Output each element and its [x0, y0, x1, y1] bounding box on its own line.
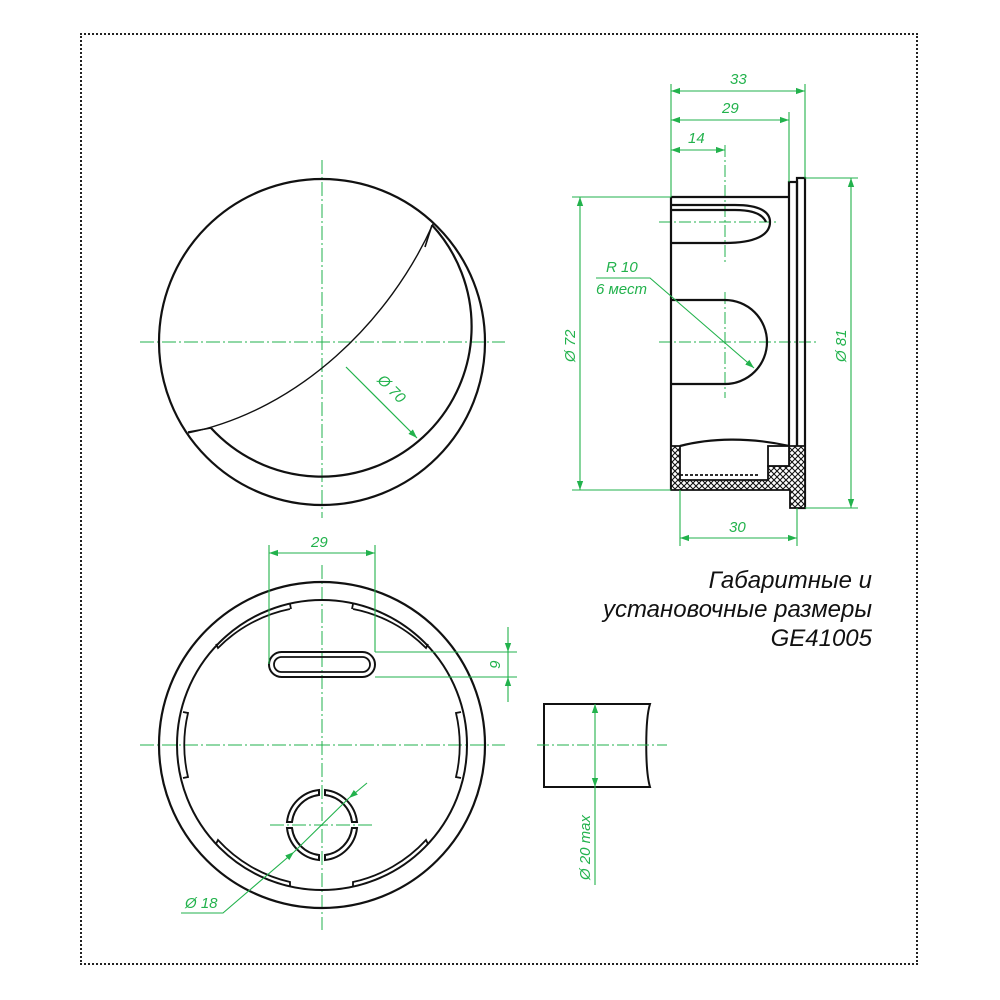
dim-label-14: 14: [688, 130, 705, 147]
dim-label-33: 33: [730, 71, 747, 88]
dim-label-29-bottom: 29: [310, 534, 328, 551]
dim-label-diameter-72: Ø 72: [562, 329, 579, 363]
bottom-outer-rim: [157, 580, 487, 910]
outer-rim: [157, 177, 487, 507]
title-line-1: Габаритные и: [708, 567, 872, 594]
dim-label-diameter-20-max: Ø 20 max: [577, 814, 594, 881]
cable-slot-outer: [268, 651, 376, 678]
hole-leader: [181, 851, 295, 914]
dim-label-6: 6: [486, 660, 503, 669]
top-view: Ø 70: [140, 160, 505, 518]
top-view-centerlines: [140, 160, 505, 518]
dim-label-6-places: 6 мест: [596, 281, 647, 298]
dim-label-30: 30: [729, 519, 746, 536]
dim-label-diameter-81: Ø 81: [833, 329, 850, 363]
dim-label-29-side: 29: [721, 100, 739, 117]
side-body: [669, 176, 807, 510]
title-line-2: установочные размеры: [602, 596, 872, 623]
radius-leader: [596, 277, 755, 369]
knockout-hole: [285, 788, 359, 862]
dim-label-diameter-70: Ø 70: [373, 371, 409, 407]
opening-edge: [210, 224, 473, 478]
dim-label-r10: R 10: [606, 259, 638, 276]
cable-slot-inner: [273, 656, 371, 673]
bottom-inner-rim: [176, 599, 468, 891]
cable-view: Ø 20 max: [537, 703, 667, 885]
cable-outline: [543, 703, 652, 788]
dim-label-diameter-18: Ø 18: [184, 895, 218, 912]
drawing-title: Габаритные и установочные размеры GE4100…: [603, 566, 872, 653]
side-view: 33 29 14 R 10 6 мест Ø 72 Ø 81 30: [562, 71, 858, 546]
rim-tabs: [182, 603, 462, 887]
bottom-view: 29 6 Ø 18: [140, 534, 517, 930]
dim-arrow-diameter-70: [345, 366, 418, 439]
section-hatch: [670, 445, 806, 509]
lid-edge: [187, 223, 434, 434]
drawing-frame: [80, 33, 918, 965]
title-line-3: GE41005: [770, 625, 872, 652]
